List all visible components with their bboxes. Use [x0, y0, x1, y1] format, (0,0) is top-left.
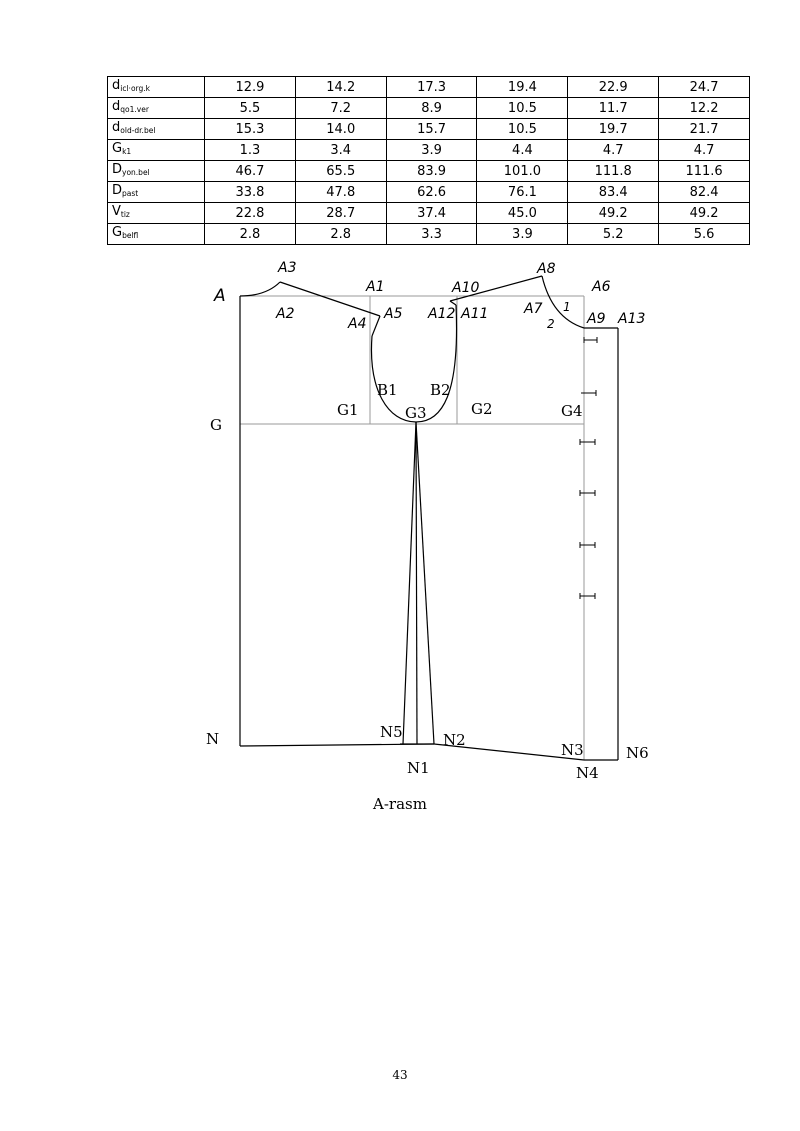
label-B2: B2: [430, 381, 451, 399]
table-cell: 37.4: [385, 202, 478, 224]
table-cell: 22.8: [204, 202, 296, 224]
label-A: A: [213, 286, 226, 306]
table-cell: 65.5: [294, 160, 387, 182]
table-cell: 3.3: [385, 223, 478, 245]
table-cell: 24.7: [658, 76, 750, 98]
pattern-outline: [239, 275, 619, 761]
label-A3: A3: [277, 260, 296, 276]
label-A5: A5: [383, 306, 403, 322]
table-cell: 3.9: [476, 223, 569, 245]
table-cell: 111.8: [567, 160, 660, 182]
label-A13: A13: [617, 311, 645, 327]
table-cell: 46.7: [204, 160, 296, 182]
construction-lines: [240, 295, 585, 760]
label-A7: A7: [523, 301, 543, 317]
table-cell: 11.7: [567, 97, 660, 119]
label-B1: B1: [377, 381, 398, 399]
label-A10: A10: [451, 280, 479, 296]
label-N3: N3: [561, 741, 584, 759]
label-A1: A1: [365, 279, 384, 295]
table-cell: 15.3: [204, 118, 296, 140]
label-N2: N2: [443, 731, 466, 749]
page-number: 43: [392, 1068, 408, 1082]
label-G3: G3: [405, 404, 427, 422]
table-cell: 1.3: [204, 139, 296, 161]
figure-caption: A-rasm: [373, 795, 427, 813]
table-cell: 4.7: [658, 139, 750, 161]
label-G1: G1: [337, 401, 359, 419]
table-cell: 76.1: [476, 181, 569, 203]
table-cell: 5.6: [658, 223, 750, 245]
label-A2: A2: [275, 306, 295, 322]
label-N5: N5: [380, 723, 403, 741]
row-label: Gbelfl: [107, 223, 205, 245]
table-cell: 47.8: [294, 181, 387, 203]
table-cell: 5.5: [204, 97, 296, 119]
label-A4: A4: [347, 316, 366, 332]
point-labels: A A3 A2 A1 A4 A5 A10 A12 A11 A8 A6 A7 1 …: [206, 260, 649, 782]
label-A8: A8: [536, 261, 556, 277]
division-ticks: [579, 337, 598, 599]
label-A12: A12: [427, 306, 455, 322]
table-cell: 83.4: [567, 181, 660, 203]
label-G2: G2: [471, 400, 493, 418]
label-mark-2: 2: [547, 317, 555, 331]
label-N: N: [206, 730, 219, 748]
table-cell: 10.5: [476, 97, 569, 119]
label-G4: G4: [561, 402, 583, 420]
label-A11: A11: [460, 306, 488, 322]
label-N4: N4: [576, 764, 599, 782]
table-cell: 21.7: [658, 118, 750, 140]
label-A6: A6: [591, 279, 611, 295]
label-N1: N1: [407, 759, 430, 777]
label-G: G: [210, 416, 222, 434]
label-mark-1: 1: [563, 300, 571, 314]
table-cell: 33.8: [204, 181, 296, 203]
table-cell: 2.8: [294, 223, 387, 245]
label-A9: A9: [586, 311, 606, 327]
table-cell: 14.2: [294, 76, 387, 98]
label-N6: N6: [626, 744, 649, 762]
